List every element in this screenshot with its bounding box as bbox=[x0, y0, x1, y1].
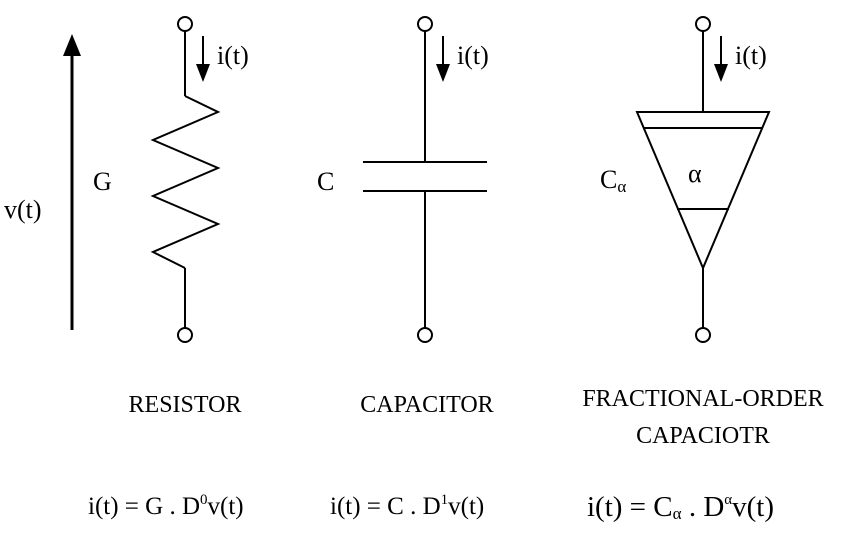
fractional-capacitor-bottom-terminal bbox=[695, 327, 711, 343]
capacitor-bottom-terminal bbox=[417, 327, 433, 343]
voltage-label: v(t) bbox=[4, 195, 42, 224]
resistor-current-arrow bbox=[196, 36, 210, 82]
resistor-name: RESISTOR bbox=[129, 392, 242, 418]
voltage-arrow bbox=[63, 34, 81, 330]
capacitor-equation: i(t) = C . D1v(t) bbox=[330, 492, 484, 520]
capacitor-symbol: C bbox=[317, 167, 334, 196]
resistor-top-terminal bbox=[177, 16, 193, 32]
capacitor bbox=[363, 16, 487, 343]
fractional-capacitor-equation: i(t) = Cα . Dαv(t) bbox=[587, 491, 774, 523]
resistor-equation: i(t) = G . D0v(t) bbox=[88, 492, 244, 520]
fractional-capacitor-current-arrow bbox=[714, 36, 728, 82]
resistor bbox=[150, 16, 221, 343]
resistor-bottom-terminal bbox=[177, 327, 193, 343]
fractional-capacitor-name-line2: CAPACIOTR bbox=[636, 423, 770, 449]
fractional-capacitor-alpha: α bbox=[688, 159, 702, 188]
fractional-capacitor-triangle bbox=[635, 111, 771, 271]
fractional-capacitor-symbol: Cα bbox=[600, 165, 626, 196]
fractional-capacitor-name-line1: FRACTIONAL-ORDER bbox=[582, 386, 823, 412]
resistor-symbol: G bbox=[93, 167, 112, 196]
capacitor-current-label: i(t) bbox=[457, 41, 489, 70]
capacitor-current-arrow bbox=[436, 36, 450, 82]
capacitor-name: CAPACITOR bbox=[360, 392, 493, 418]
fractional-capacitor-current-label: i(t) bbox=[735, 41, 767, 70]
fractional-capacitor-top-terminal bbox=[695, 16, 711, 32]
capacitor-top-terminal bbox=[417, 16, 433, 32]
fractional-capacitor bbox=[635, 16, 771, 343]
resistor-current-label: i(t) bbox=[217, 41, 249, 70]
resistor-zigzag bbox=[150, 95, 221, 269]
